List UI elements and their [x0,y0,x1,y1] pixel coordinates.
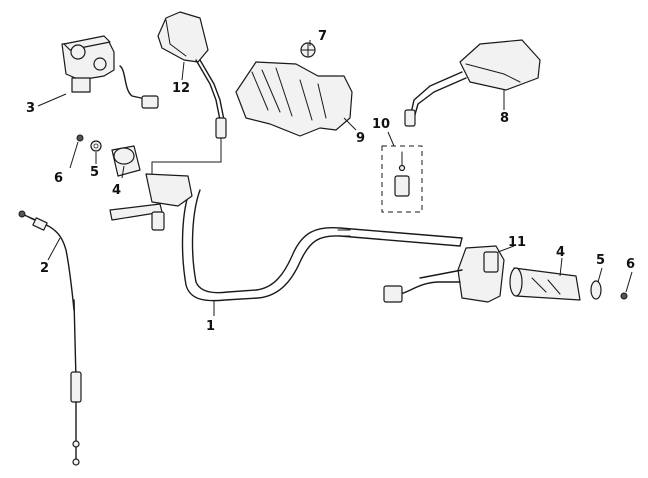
handlebar [181,189,463,302]
callout-5-right: 5 [596,253,605,268]
right-washer [590,280,602,300]
callout-2: 2 [40,261,49,276]
left-mirror [151,11,227,177]
right-bolt [620,292,628,300]
switch-assembly [383,245,505,303]
callout-8: 8 [500,111,509,126]
callout-4-right: 4 [556,245,565,260]
callout-12: 12 [172,81,190,96]
left-bolt [76,134,84,142]
left-washer [90,140,102,152]
leader-lines [37,40,633,316]
callout-9: 9 [356,131,365,146]
callout-7: 7 [318,29,327,44]
throttle-cable [18,210,82,466]
callout-11: 11 [508,235,526,250]
callout-5-left: 5 [90,165,99,180]
callout-1: 1 [206,319,215,334]
handlebar-cover [235,61,353,137]
left-grip [111,145,141,177]
callout-6-right: 6 [626,257,635,272]
right-grip [509,267,581,301]
callout-10: 10 [372,117,390,132]
callout-6-left: 6 [54,171,63,186]
brake-master-cylinder [61,35,159,109]
callout-4-left: 4 [112,183,121,198]
brake-lever-assembly [109,173,193,231]
connector-detail [381,145,423,213]
right-mirror [404,39,541,127]
cover-plug [300,42,316,58]
callout-3: 3 [26,101,35,116]
